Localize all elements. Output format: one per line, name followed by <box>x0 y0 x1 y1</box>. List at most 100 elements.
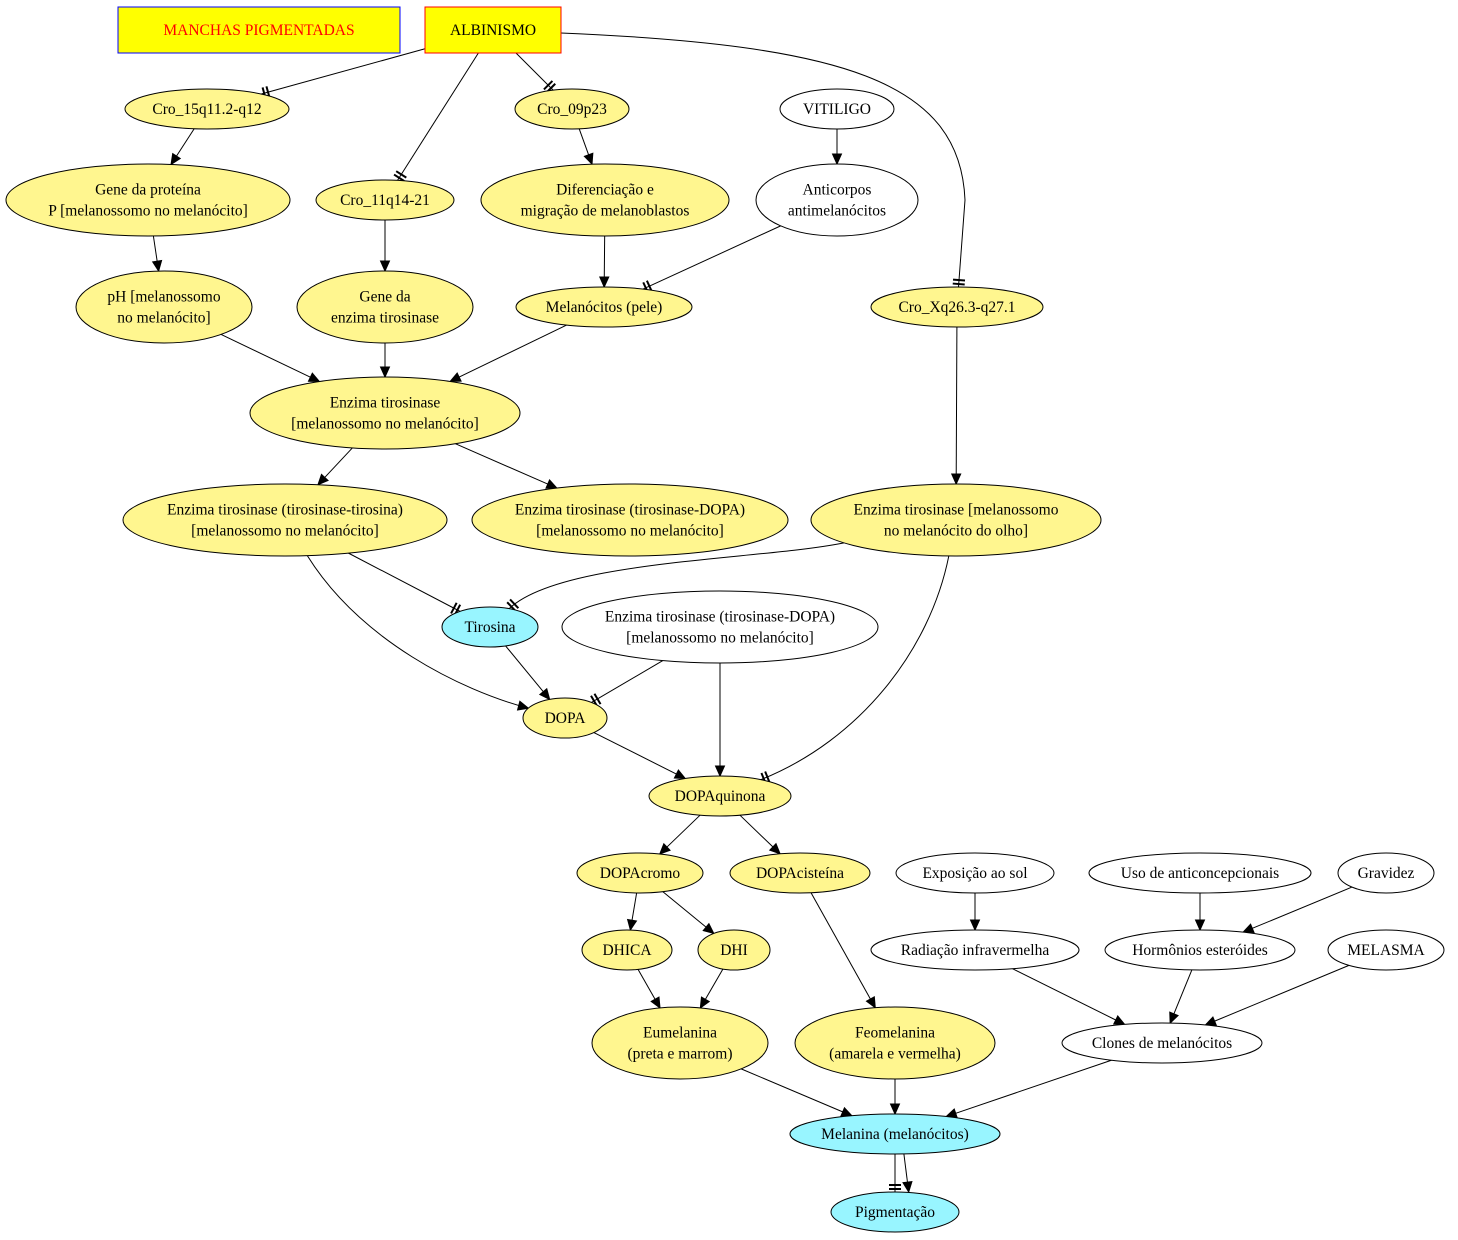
arrowhead <box>768 842 781 855</box>
node-label: Melanina (melanócitos) <box>821 1126 969 1143</box>
edge-line <box>631 892 638 921</box>
edge-line <box>505 645 544 692</box>
edge-line <box>955 1059 1112 1114</box>
inhibition-mark <box>952 278 966 282</box>
node-manchas: MANCHAS PIGMENTADAS <box>117 6 401 54</box>
edge-line <box>1252 886 1353 929</box>
edge-anticorpos-to-melanocitos_pele <box>642 225 781 294</box>
node-label: Enzima tirosinase (tirosinase-DOPA) <box>605 609 835 626</box>
edge-feomelanina-to-melanina <box>889 1079 901 1116</box>
edge-line <box>455 443 548 485</box>
node-shape <box>794 1006 996 1080</box>
node-hormonios: Hormônios esteróides <box>1104 929 1296 971</box>
edge-radiacao-to-clones <box>1012 968 1126 1025</box>
node-label: pH [melanossomo <box>107 289 220 306</box>
node-shape <box>789 1113 1001 1155</box>
edge-line <box>810 892 871 1000</box>
node-label: Hormônios esteróides <box>1132 942 1268 959</box>
node-label: Pigmentação <box>855 1204 935 1221</box>
node-shape <box>249 376 521 450</box>
node-label: (amarela e vermelha) <box>829 1046 961 1063</box>
arrowhead <box>658 842 671 855</box>
edge-melasma-to-clones <box>1204 964 1350 1026</box>
node-shape <box>779 88 895 130</box>
edge-gravidez-to-hormonios <box>1241 886 1353 934</box>
edge-line <box>760 555 950 781</box>
node-label: DHI <box>720 942 748 959</box>
node-shape <box>870 286 1044 328</box>
node-shape <box>471 483 789 557</box>
node-shape <box>441 606 539 648</box>
edge-line <box>955 326 958 475</box>
node-shape <box>124 88 290 130</box>
node-shape <box>1061 1022 1263 1064</box>
edge-ph-to-enz_tir <box>220 333 321 383</box>
arrowhead <box>545 479 559 489</box>
edge-line <box>740 1068 843 1113</box>
node-label: Enzima tirosinase (tirosinase-tirosina) <box>167 502 403 519</box>
node-enz_td2: Enzima tirosinase (tirosinase-DOPA)[mela… <box>561 590 879 664</box>
node-anticoncepcionais: Uso de anticoncepcionais <box>1088 852 1312 894</box>
arrowhead <box>969 919 981 932</box>
node-shape <box>755 163 919 237</box>
node-dopacisteina: DOPAcisteína <box>729 852 871 894</box>
node-dopa: DOPA <box>522 697 608 739</box>
node-shape <box>895 852 1055 894</box>
edge-gene_tir-to-enz_tir <box>379 343 391 379</box>
edge-albinismo-to-cro09 <box>515 52 556 93</box>
edge-line <box>704 968 724 1000</box>
arrowhead <box>599 276 610 289</box>
node-enz_tt: Enzima tirosinase (tirosinase-tirosina)[… <box>122 483 448 557</box>
arrowhead <box>650 996 661 1009</box>
arrowhead <box>626 918 638 932</box>
edge-line <box>261 48 426 95</box>
edge-line <box>515 52 554 91</box>
edge-line <box>637 969 656 1000</box>
node-albinismo: ALBINISMO <box>424 6 562 54</box>
edge-enz_td2-to-dopaquinona <box>714 663 726 778</box>
arrowhead <box>151 259 163 273</box>
edge-hormonios-to-clones <box>1169 969 1193 1025</box>
edge-line <box>508 542 845 610</box>
node-label: Feomelanina <box>855 1025 935 1042</box>
edge-enz_td2-to-dopa <box>590 660 664 707</box>
node-label: ALBINISMO <box>450 22 536 39</box>
inhibition-mark <box>395 170 407 179</box>
node-shape <box>648 775 792 817</box>
edge-clones-to-melanina <box>945 1059 1112 1119</box>
inhibition-mark <box>509 598 520 609</box>
node-label: enzima tirosinase <box>331 310 439 327</box>
edge-anticoncepcionais-to-hormonios <box>1194 893 1206 932</box>
edge-dopacromo-to-dhi <box>662 891 715 935</box>
node-dhica: DHICA <box>581 929 673 971</box>
edge-line <box>397 52 479 181</box>
node-label: DOPAcisteína <box>756 865 844 882</box>
node-label: Cro_Xq26.3-q27.1 <box>898 299 1015 316</box>
edge-dopacromo-to-dhica <box>626 892 638 932</box>
edge-line <box>1012 968 1116 1021</box>
node-shape <box>581 929 673 971</box>
edge-enz_tir-to-enz_tt <box>317 447 353 486</box>
node-gravidez: Gravidez <box>1337 852 1435 894</box>
node-label: DOPA <box>545 710 587 727</box>
node-label: DOPAquinona <box>675 788 766 805</box>
node-label: Enzima tirosinase <box>330 395 441 412</box>
node-eumelanina: Eumelanina(preta e marrom) <box>591 1006 769 1080</box>
edge-line <box>176 128 195 157</box>
edge-dopa-to-dopaquinona <box>593 732 687 780</box>
arrowhead <box>840 1106 854 1117</box>
edge-line <box>324 447 353 478</box>
node-label: Gravidez <box>1358 865 1415 882</box>
arrowhead <box>379 260 391 273</box>
node-shape <box>5 163 291 237</box>
inhibition-mark <box>764 771 771 783</box>
arrowhead <box>831 153 843 166</box>
edge-vitiligo-to-anticorpos <box>831 129 843 166</box>
node-label: MELASMA <box>1347 942 1425 959</box>
node-melanocitos_pele: Melanócitos (pele) <box>515 286 693 328</box>
